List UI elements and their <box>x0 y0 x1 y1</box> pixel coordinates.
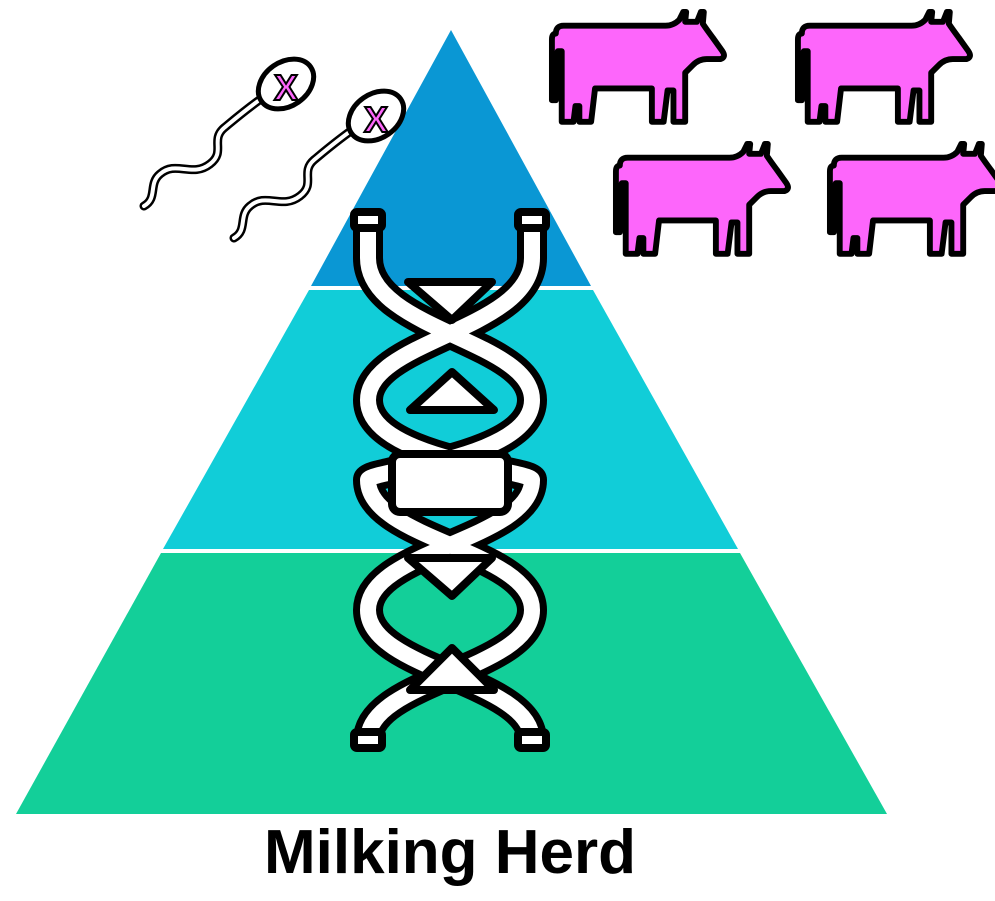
cow-icon <box>830 144 995 254</box>
pyramid-caption: Milking Herd <box>0 822 900 884</box>
sperm-x-label: X <box>364 99 388 140</box>
sperm-icon: X <box>144 49 323 206</box>
cow-icon <box>552 12 724 122</box>
cow-icon <box>798 12 970 122</box>
sperm-x-label: X <box>274 67 298 108</box>
cow-icon <box>616 144 788 254</box>
